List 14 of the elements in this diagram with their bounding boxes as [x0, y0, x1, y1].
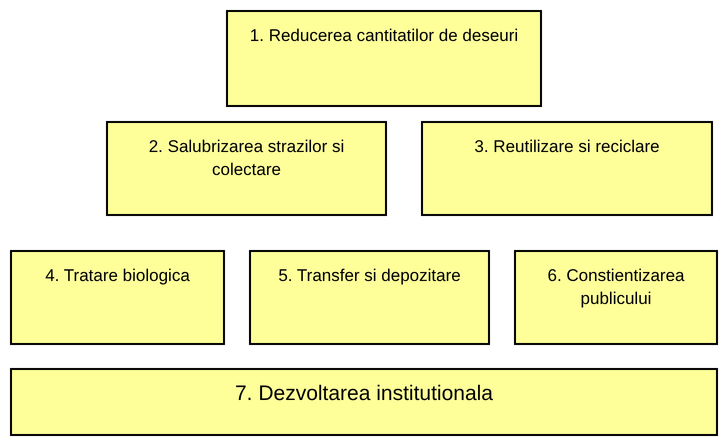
box-text: 5. Transfer si depozitare	[278, 265, 461, 287]
box-text: 4. Tratare biologica	[45, 265, 190, 287]
box-text: 3. Reutilizare si reciclare	[474, 136, 660, 158]
process-box	[249, 250, 490, 345]
process-box	[226, 10, 542, 107]
process-box	[514, 250, 718, 345]
process-box	[10, 250, 225, 345]
box-text: 2. Salubrizarea strazilor si colectare	[148, 136, 346, 181]
process-box	[421, 121, 713, 216]
process-box	[106, 121, 387, 216]
box-text: 7. Dezvoltarea institutionala	[235, 382, 493, 405]
box-text: 1. Reducerea cantitatilor de deseuri	[250, 25, 518, 47]
process-box	[10, 368, 718, 436]
box-text: 6. Constientizarea publicului	[546, 265, 686, 310]
